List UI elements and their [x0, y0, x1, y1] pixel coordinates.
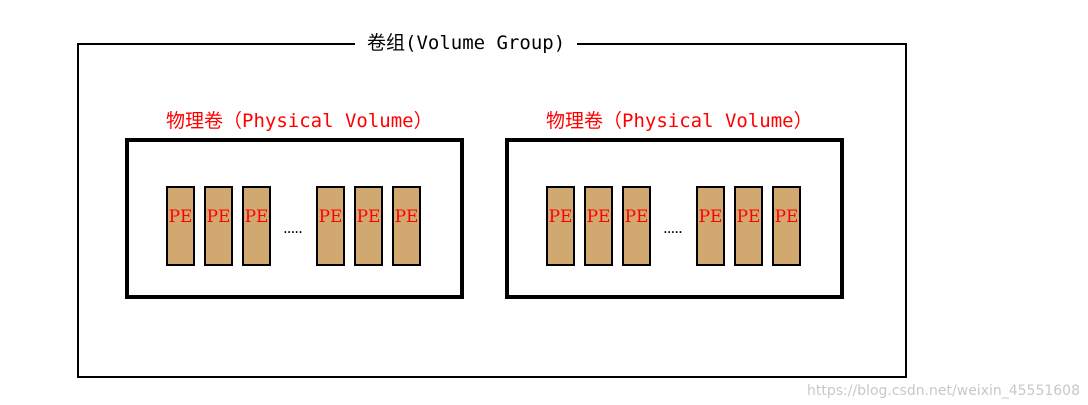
physical-extent: PE	[546, 186, 575, 266]
physical-extent: PE	[392, 186, 421, 266]
physical-volume-box	[505, 138, 844, 299]
physical-extent: PE	[204, 186, 233, 266]
physical-extent: PE	[584, 186, 613, 266]
physical-extent: PE	[242, 186, 271, 266]
physical-volume-label: 物理卷（Physical Volume）	[166, 110, 433, 132]
physical-extent: PE	[166, 186, 195, 266]
physical-volume-label: 物理卷（Physical Volume）	[546, 110, 813, 132]
physical-extent: PE	[772, 186, 801, 266]
volume-group-title: 卷组(Volume Group)	[355, 30, 578, 56]
ellipsis: .....	[663, 219, 683, 237]
physical-extent: PE	[354, 186, 383, 266]
physical-extent: PE	[622, 186, 651, 266]
ellipsis: .....	[283, 219, 303, 237]
watermark: https://blog.csdn.net/weixin_45551608	[806, 383, 1080, 399]
physical-extent: PE	[316, 186, 345, 266]
physical-extent: PE	[696, 186, 725, 266]
physical-volume-box	[125, 138, 464, 299]
physical-extent: PE	[734, 186, 763, 266]
